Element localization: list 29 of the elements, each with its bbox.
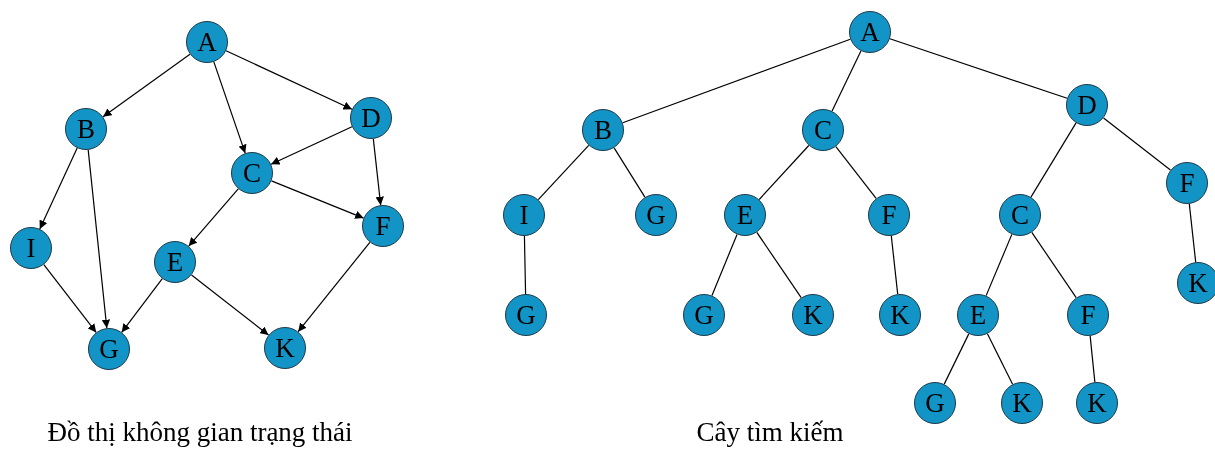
tree-line	[831, 50, 862, 112]
arrow	[297, 241, 371, 333]
arrow	[102, 53, 191, 118]
tree-line	[758, 144, 810, 201]
tree-line	[1188, 203, 1197, 263]
arrow	[43, 264, 97, 333]
tree-line	[537, 144, 590, 201]
caption-text: Đồ thị không gian trạng thái	[47, 418, 353, 446]
tree-line	[1102, 117, 1172, 171]
arrow	[121, 278, 163, 333]
arrow	[190, 274, 270, 336]
tree-line	[986, 333, 1014, 385]
arrow	[39, 147, 78, 230]
tree-line	[523, 235, 527, 295]
caption-text: Cây tìm kiếm	[696, 418, 844, 446]
arrow	[87, 149, 111, 329]
tree-line	[943, 333, 970, 385]
arrow	[372, 138, 384, 206]
tree-line	[756, 231, 802, 299]
tree-line	[1030, 122, 1077, 198]
arrow	[213, 61, 247, 154]
tree-line	[622, 38, 851, 124]
tree-line	[613, 147, 646, 198]
tree-line	[1089, 335, 1096, 383]
arrow	[188, 188, 239, 247]
tree-line	[1031, 231, 1077, 299]
tree-line	[835, 146, 877, 199]
tree-line	[889, 38, 1068, 99]
tree-line	[890, 235, 899, 295]
